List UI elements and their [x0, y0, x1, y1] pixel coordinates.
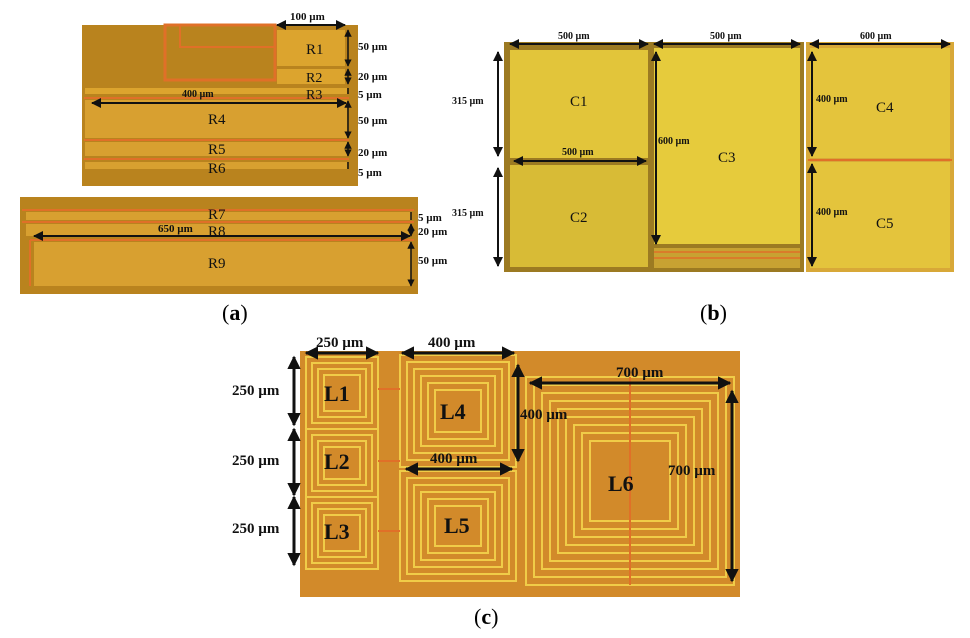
- cap-c3: [654, 48, 800, 244]
- dim-r9-height: 50 µm: [418, 255, 447, 267]
- dim-r6-height: 5 µm: [358, 167, 382, 179]
- label-c1: C1: [570, 94, 588, 110]
- dim-r1-width: 100 µm: [290, 11, 325, 23]
- dim-l1-width: 250 µm: [316, 335, 364, 351]
- dim-r8-width: 650 µm: [158, 223, 193, 235]
- label-c5: C5: [876, 216, 894, 232]
- label-r1: R1: [306, 42, 324, 58]
- cap-c5: [810, 162, 950, 268]
- label-l6: L6: [608, 471, 634, 496]
- resistor-r7: [26, 212, 411, 220]
- dim-c1-width: 500 µm: [558, 31, 590, 42]
- caption-b: (b): [700, 300, 727, 325]
- label-r9: R9: [208, 256, 226, 272]
- label-l1: L1: [324, 381, 350, 406]
- label-r6: R6: [208, 161, 226, 177]
- resistor-r6: [85, 162, 347, 169]
- dim-l1-height: 250 µm: [232, 383, 280, 399]
- dim-r2-height: 20 µm: [358, 71, 387, 83]
- label-r3: R3: [306, 88, 322, 103]
- resistor-r9: [34, 242, 411, 286]
- panel-a-micrograph: 100 µm 400 µm 50 µm 20 µm 5 µm 50 µm 20 …: [20, 11, 447, 294]
- dim-c45-width: 600 µm: [860, 31, 892, 42]
- label-l5: L5: [444, 513, 470, 538]
- dim-r1-height: 50 µm: [358, 41, 387, 53]
- dim-l4-width: 400 µm: [428, 335, 476, 351]
- label-r2: R2: [306, 71, 322, 86]
- caption-a: (a): [222, 300, 248, 325]
- label-l3: L3: [324, 519, 350, 544]
- label-r8: R8: [208, 224, 226, 240]
- label-l4: L4: [440, 399, 466, 424]
- resistor-r1: [277, 30, 345, 66]
- label-c4: C4: [876, 100, 894, 116]
- inductor-l6: [525, 376, 735, 586]
- dim-r5-height: 20 µm: [358, 147, 387, 159]
- cap-c2: [510, 165, 648, 267]
- panel-b-micrograph: 500 µm 500 µm 600 µm 315 µm 315 µm 500 µ…: [452, 31, 954, 272]
- dim-r4-height: 50 µm: [358, 115, 387, 127]
- resistor-r5: [85, 142, 347, 156]
- label-c3: C3: [718, 150, 736, 166]
- panel-c-micrograph: 250 µm 400 µm 250 µm 250 µm 250 µm 400 µ…: [232, 335, 740, 597]
- inductor-l3: [305, 496, 379, 570]
- dim-r4-width: 400 µm: [182, 89, 214, 100]
- dim-c3-height: 600 µm: [658, 136, 690, 147]
- cap-c4: [810, 48, 950, 158]
- label-r4: R4: [208, 112, 226, 128]
- dim-l5-width: 400 µm: [430, 451, 478, 467]
- label-r5: R5: [208, 142, 226, 158]
- resistor-r3: [85, 88, 347, 94]
- dim-l6-height: 700 µm: [668, 463, 716, 479]
- caption-c: (c): [474, 604, 499, 629]
- dim-r8-height: 20 µm: [418, 226, 447, 238]
- dim-l4-height: 400 µm: [520, 407, 568, 423]
- dim-c5-height: 400 µm: [816, 207, 848, 218]
- cap-c1: [510, 50, 648, 158]
- dim-c2-height: 315 µm: [452, 208, 484, 219]
- dim-c3-width: 500 µm: [710, 31, 742, 42]
- dim-c4-height: 400 µm: [816, 94, 848, 105]
- label-r7: R7: [208, 207, 226, 223]
- dim-r3-height: 5 µm: [358, 89, 382, 101]
- dim-l2-height: 250 µm: [232, 453, 280, 469]
- dim-r7-height: 5 µm: [418, 212, 442, 224]
- dim-l3-height: 250 µm: [232, 521, 280, 537]
- resistor-r2: [277, 69, 345, 84]
- dim-c2-width: 500 µm: [562, 147, 594, 158]
- dim-l6-width: 700 µm: [616, 365, 664, 381]
- dim-c1-height: 315 µm: [452, 96, 484, 107]
- label-l2: L2: [324, 449, 350, 474]
- label-c2: C2: [570, 210, 588, 226]
- trace-upper-2: [179, 24, 276, 48]
